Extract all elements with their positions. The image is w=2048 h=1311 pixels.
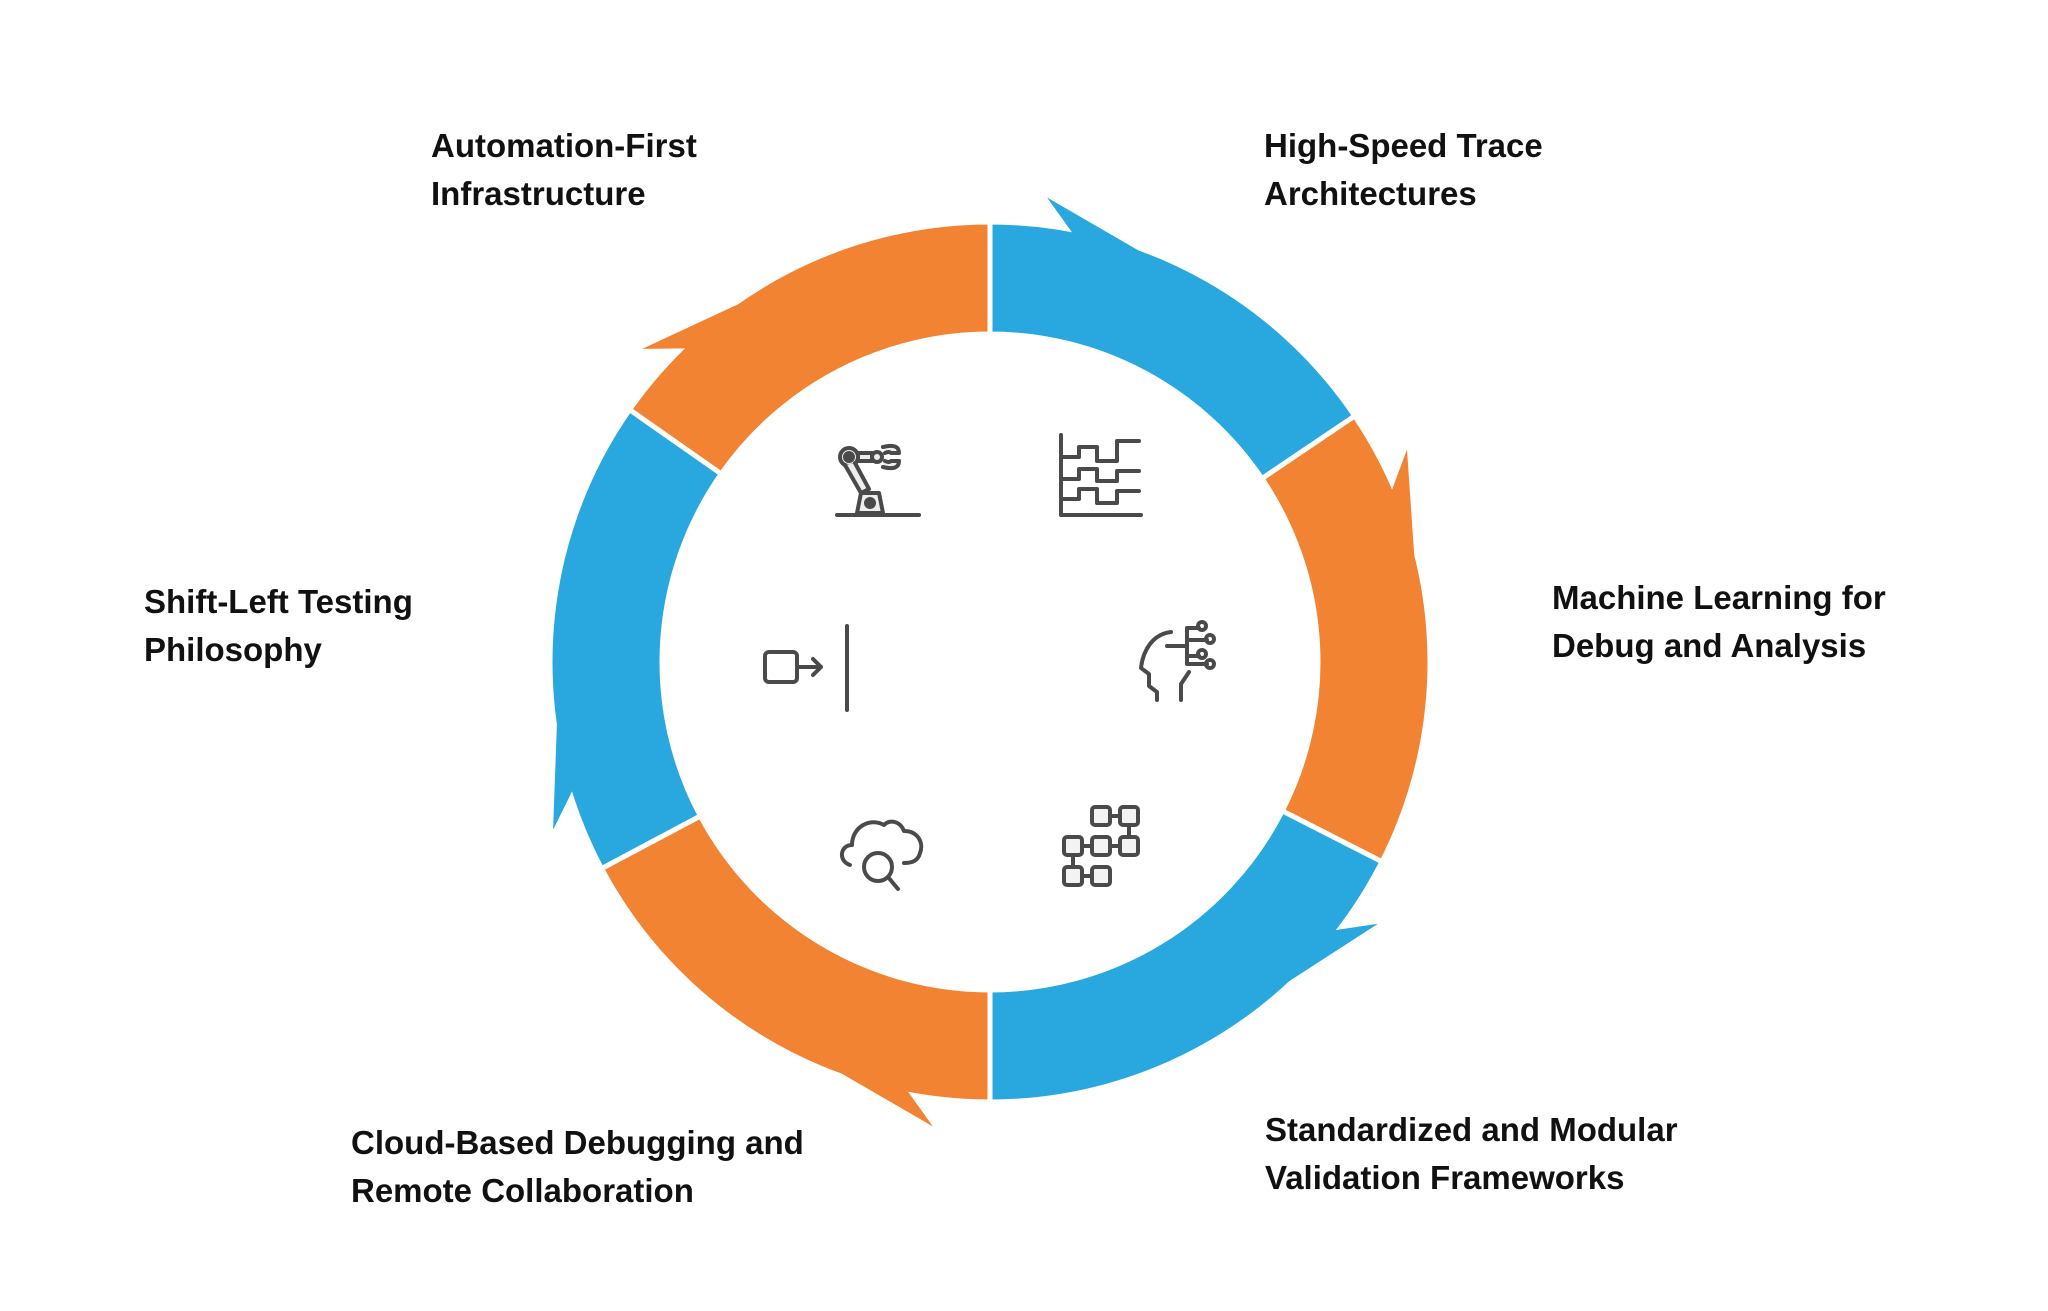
ai-head-icon [1127,614,1223,710]
arrow-tip [1391,449,1415,564]
arrow-tip [642,300,747,349]
arrow-tip [1281,923,1378,987]
ring-segment [987,219,1359,483]
signal-trace-icon [1053,429,1149,525]
ring-segment [547,406,725,872]
shift-left-icon [759,618,855,714]
ring-segment [598,812,993,1105]
robot-arm-icon [831,433,927,529]
arrow-tip [833,1069,933,1127]
cloud-search-icon [834,803,930,899]
arrow-tip [553,715,574,830]
arrow-tip [1047,197,1147,255]
modular-blocks-icon [1056,801,1152,897]
